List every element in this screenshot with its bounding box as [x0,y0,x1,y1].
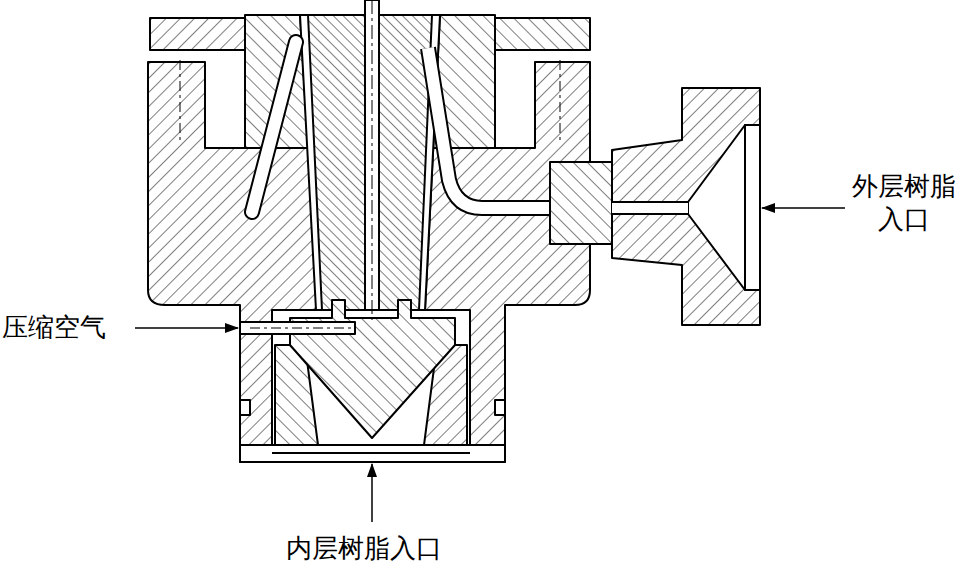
flow-label: 内层树脂入口 [286,532,442,565]
flow-label: 压缩空气 [2,311,106,344]
flow-label: 外层树脂入口 [848,170,960,235]
